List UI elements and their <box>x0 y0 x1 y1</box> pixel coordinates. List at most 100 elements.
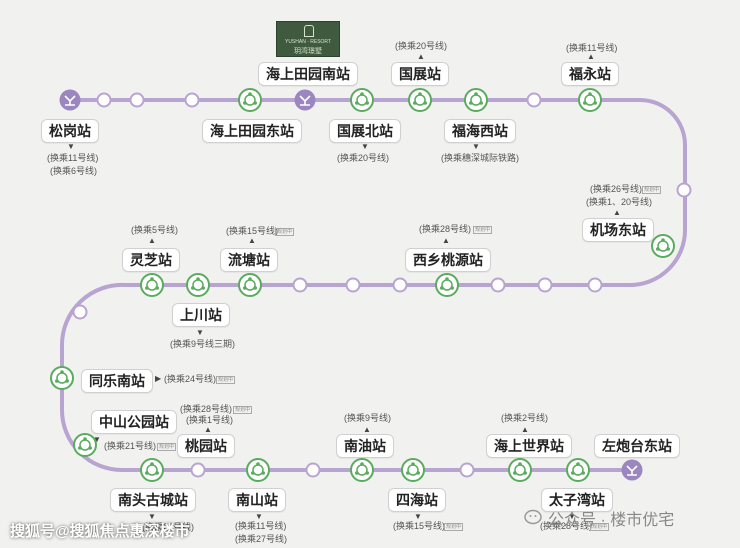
station-node[interactable] <box>184 92 200 108</box>
watermark-left: 搜狐号@搜狐焦点惠深楼市 <box>10 523 190 540</box>
transfer-icon <box>243 277 257 291</box>
metro-hub-node[interactable] <box>294 89 316 111</box>
station-label-tonglenan[interactable]: 同乐南站 <box>81 369 153 393</box>
transfer-station-node[interactable] <box>435 273 459 297</box>
transfer-station-node[interactable] <box>238 273 262 297</box>
transfer-station-node[interactable] <box>651 234 675 258</box>
transfer-station-node[interactable] <box>508 458 532 482</box>
transfer-icon <box>571 462 585 476</box>
station-label-taoyuan[interactable]: 桃园站 <box>177 434 235 458</box>
station-label-songgang[interactable]: 松岗站 <box>41 119 99 143</box>
transfer-note-xixiangtaoyuan: (换乘28号线) <box>419 224 472 234</box>
station-node-circle <box>345 277 361 293</box>
transfer-note-nantouguchen: (换乘27号线) <box>142 522 195 532</box>
station-node[interactable] <box>459 462 475 478</box>
transfer-station-node[interactable] <box>578 88 602 112</box>
station-label-taiziwan[interactable]: 太子湾站 <box>541 488 613 512</box>
transfer-station-node[interactable] <box>246 458 270 482</box>
station-label-lingzhi[interactable]: 灵芝站 <box>122 248 180 272</box>
station-label-haishangtianyuandong[interactable]: 海上田园东站 <box>202 119 302 143</box>
station-node[interactable] <box>305 462 321 478</box>
station-node[interactable] <box>96 92 112 108</box>
arrow-down-icon: ▼ <box>93 435 101 444</box>
station-label-guozhanbei[interactable]: 国展北站 <box>329 119 401 143</box>
station-label-nantouguchen[interactable]: 南头古城站 <box>110 488 196 512</box>
arrow-up-icon: ▲ <box>248 236 256 245</box>
station-label-guozhan[interactable]: 国展站 <box>391 62 449 86</box>
transfer-node-circle <box>408 88 432 112</box>
metro-line-path <box>59 98 687 472</box>
transfer-station-node[interactable] <box>140 458 164 482</box>
transfer-note-nanyou: (换乘9号线) <box>344 413 391 423</box>
station-label-fuyong[interactable]: 福永站 <box>561 62 619 86</box>
transfer-node-circle <box>508 458 532 482</box>
transfer-icon <box>469 92 484 106</box>
arrow-down-icon: ▼ <box>148 512 156 521</box>
arrow-down-icon: ▼ <box>361 142 369 151</box>
transfer-icon <box>55 370 69 384</box>
station-label-shangchuan[interactable]: 上川站 <box>172 303 230 327</box>
transfer-station-node[interactable] <box>73 433 97 457</box>
station-node[interactable] <box>490 277 506 293</box>
transfer-icon <box>406 462 421 476</box>
station-label-zuopaotaidong[interactable]: 左炮台东站 <box>594 434 680 458</box>
station-node-circle <box>72 304 88 320</box>
transfer-icon <box>355 92 370 106</box>
transfer-station-node[interactable] <box>140 273 164 297</box>
transfer-station-node[interactable] <box>464 88 488 112</box>
station-node[interactable] <box>190 462 206 478</box>
station-node[interactable] <box>392 277 408 293</box>
station-label-nanyou[interactable]: 南油站 <box>336 434 394 458</box>
station-node[interactable] <box>72 304 88 320</box>
transfer-station-node[interactable] <box>350 458 374 482</box>
transfer-node-circle <box>238 88 262 112</box>
station-node-circle <box>96 92 112 108</box>
metro-hub-node[interactable] <box>621 459 643 481</box>
transfer-node-circle <box>140 273 164 297</box>
transfer-node-circle <box>140 458 164 482</box>
station-node-circle <box>392 277 408 293</box>
station-label-nanshan[interactable]: 南山站 <box>228 488 286 512</box>
station-node[interactable] <box>537 277 553 293</box>
transfer-note-shangchuan: (换乘9号线三期) <box>170 339 235 349</box>
transfer-station-node[interactable] <box>238 88 262 112</box>
station-node[interactable] <box>292 277 308 293</box>
station-node[interactable] <box>526 92 542 108</box>
wechat-icon <box>524 509 542 525</box>
transfer-station-node[interactable] <box>350 88 374 112</box>
station-label-jichangdong[interactable]: 机场东站 <box>582 218 654 242</box>
station-node[interactable] <box>676 182 692 198</box>
transfer-station-node[interactable] <box>408 88 432 112</box>
station-node[interactable] <box>345 277 361 293</box>
transfer-station-node[interactable] <box>50 366 74 390</box>
station-node-circle <box>587 277 603 293</box>
station-node[interactable] <box>129 92 145 108</box>
arrow-down-icon: ▼ <box>255 512 263 521</box>
station-label-fuhaixi[interactable]: 福海西站 <box>444 119 516 143</box>
transfer-icon <box>251 462 266 476</box>
transfer-note-nanshan-a: (换乘11号线) <box>235 521 287 531</box>
transfer-icon <box>145 277 159 291</box>
transfer-station-node[interactable] <box>401 458 425 482</box>
transfer-icon <box>513 462 527 476</box>
station-label-haishangtianyuannan[interactable]: 海上田园南站 <box>258 62 358 86</box>
transfer-node-circle <box>651 234 675 258</box>
transfer-node-circle <box>578 88 602 112</box>
transfer-node-circle <box>238 273 262 297</box>
station-label-liutang[interactable]: 流塘站 <box>220 248 278 272</box>
transfer-node-circle <box>464 88 488 112</box>
arrow-up-icon: ▲ <box>613 208 621 217</box>
metro-hub-node[interactable] <box>59 89 81 111</box>
station-node[interactable] <box>587 277 603 293</box>
transfer-station-node[interactable] <box>186 273 210 297</box>
transfer-station-node[interactable] <box>566 458 590 482</box>
station-label-xixiangtaoyuan[interactable]: 西乡桃源站 <box>405 248 491 272</box>
station-label-zhongshangongyuan[interactable]: 中山公园站 <box>91 410 177 434</box>
transfer-node-circle <box>566 458 590 482</box>
transfer-node-circle <box>50 366 74 390</box>
station-label-sihai[interactable]: 四海站 <box>388 488 446 512</box>
transfer-note-songgang-b: (换乘6号线) <box>50 166 97 176</box>
station-node-circle <box>190 462 206 478</box>
station-label-haishangshijie[interactable]: 海上世界站 <box>486 434 572 458</box>
